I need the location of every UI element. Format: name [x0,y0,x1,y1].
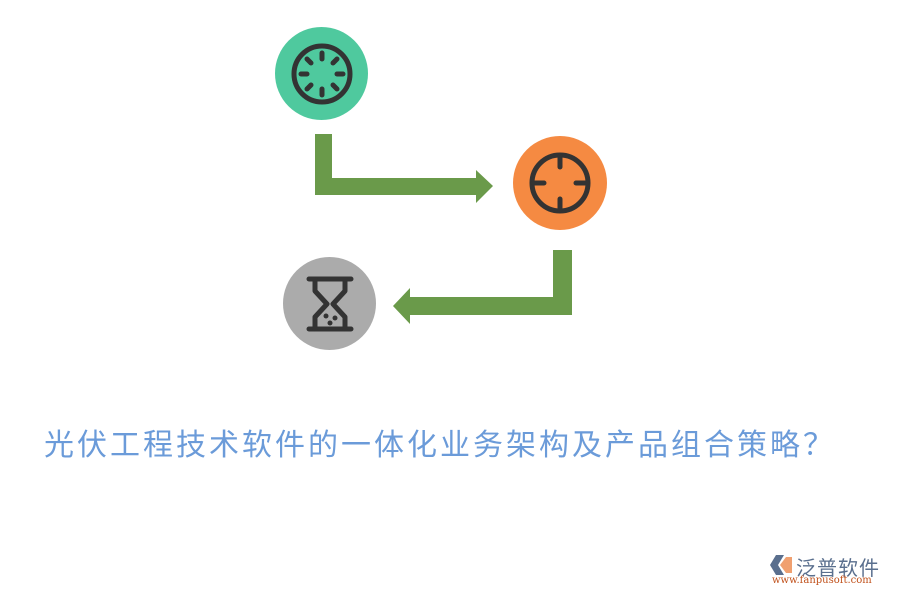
brand-logo: 泛普软件 www.fanpusoft.com [768,552,893,588]
brand-name: 泛普软件 [796,556,880,580]
page-title: 光伏工程技术软件的一体化业务架构及产品组合策略？ [44,428,836,463]
loading-spinner-icon [291,43,352,104]
brand-url: www.fanpusoft.com [772,575,872,586]
arrow-node1-to-node2 [315,134,493,203]
arrow-node2-to-node3 [393,250,572,324]
loading-step-node [275,27,368,120]
crosshair-target-icon [529,152,591,214]
fanpu-logo-icon [770,555,792,575]
hourglass-step-node [283,257,376,350]
target-step-node [513,136,607,230]
hourglass-icon [306,276,353,331]
